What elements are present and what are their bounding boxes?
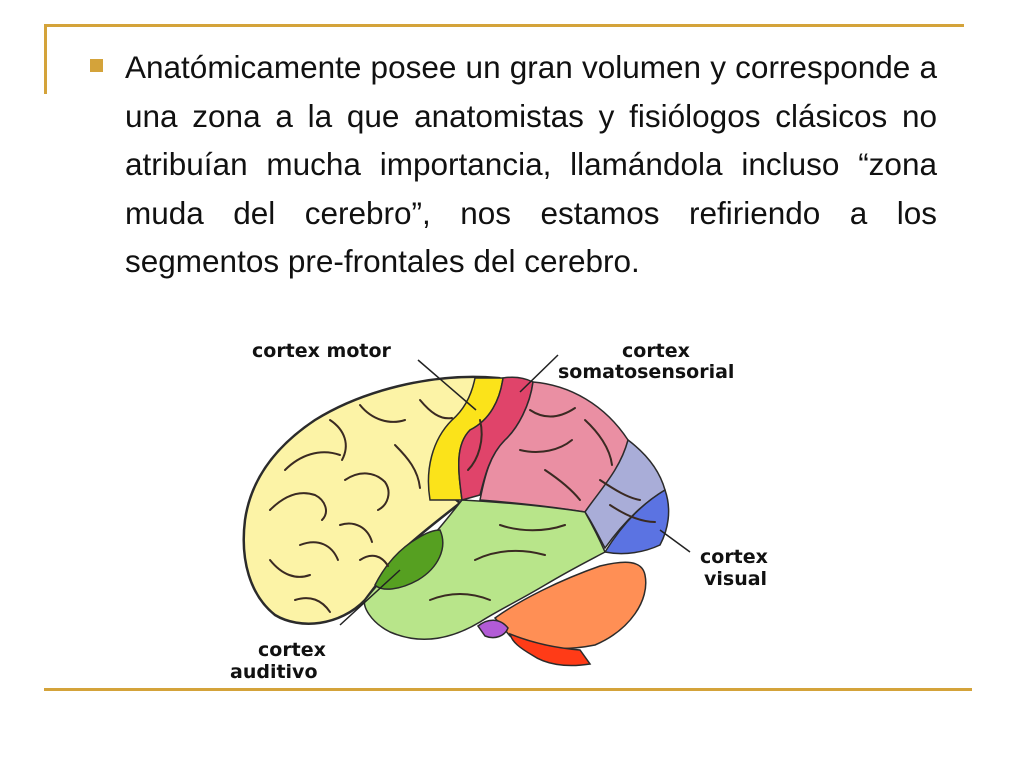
label-somato-line1: cortex bbox=[622, 340, 690, 362]
label-auditivo-line1: cortex bbox=[258, 639, 326, 661]
label-visual-line1: cortex bbox=[700, 546, 768, 568]
sulci-lines bbox=[269, 399, 656, 613]
visual-leader-line bbox=[659, 529, 691, 553]
top-rule bbox=[44, 24, 964, 27]
label-auditivo-line2: auditivo bbox=[230, 661, 318, 683]
pons bbox=[476, 619, 509, 639]
brainstem bbox=[508, 632, 592, 667]
label-somato-line2: somatosensorial bbox=[558, 361, 734, 383]
auditory-cortex bbox=[374, 529, 444, 590]
label-visual-line2: visual bbox=[704, 568, 767, 590]
auditivo-leader-line bbox=[339, 569, 401, 626]
bullet-marker bbox=[90, 59, 103, 72]
somato-leader-line bbox=[519, 354, 559, 393]
motor-leader-line bbox=[417, 359, 477, 411]
label-cortex-motor: cortex motor bbox=[252, 340, 392, 362]
left-rule bbox=[44, 24, 47, 94]
slide-paragraph: Anatómicamente posee un gran volumen y c… bbox=[125, 49, 937, 279]
bottom-rule bbox=[44, 688, 972, 691]
visual-cortex bbox=[603, 488, 670, 555]
